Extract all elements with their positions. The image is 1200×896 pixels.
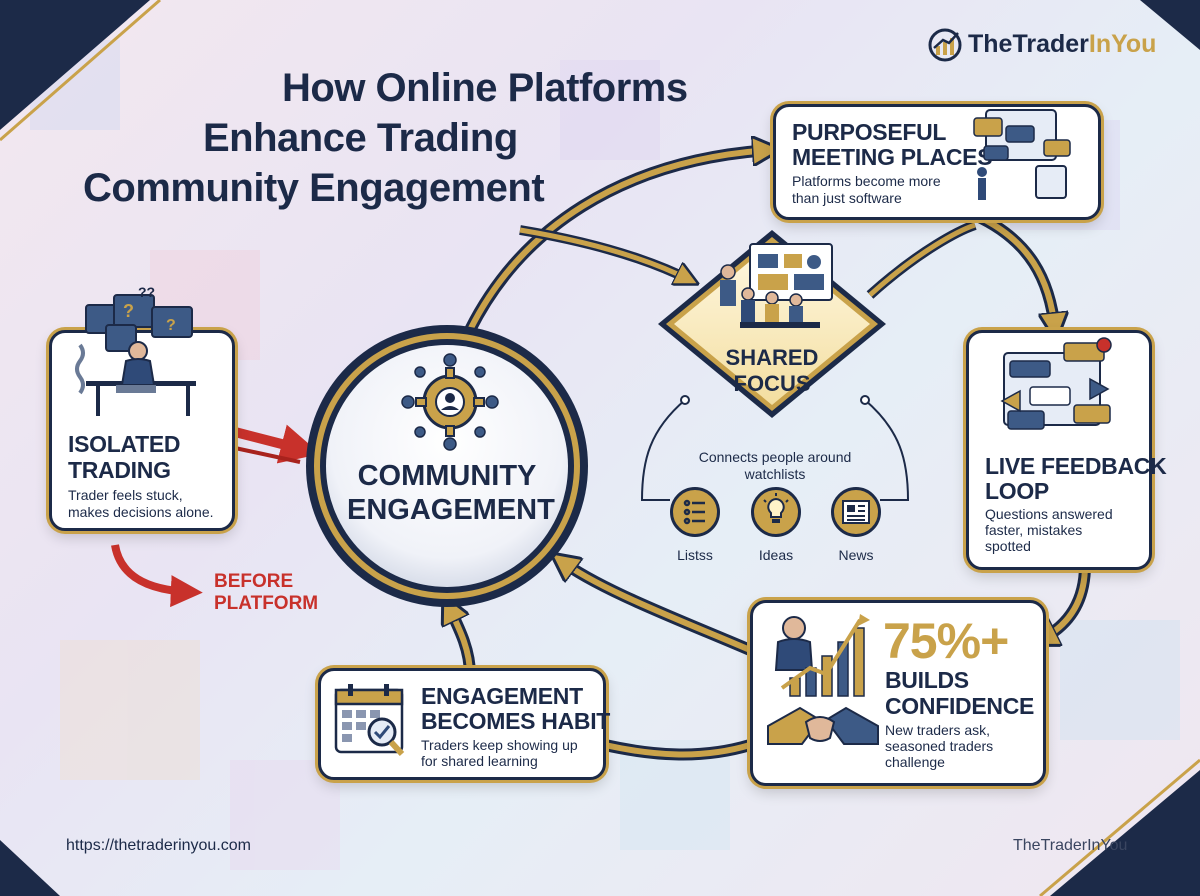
chat-screens-icon — [973, 109, 1071, 200]
confidence-title-1: BUILDS — [885, 667, 969, 693]
title-line-2: Enhance Trading — [203, 116, 518, 160]
lightbulb-icon — [763, 493, 789, 523]
stressed-trader-icon: ? ? ?? — [75, 285, 196, 416]
focus-item-ideas — [751, 487, 801, 537]
feedback-title-1: LIVE FEEDBACK — [985, 453, 1167, 479]
footer-brand: TheTraderInYou — [1013, 837, 1128, 854]
focus-item-news — [831, 487, 881, 537]
focus-title-1: SHARED — [725, 345, 819, 370]
before-platform-line-2: PLATFORM — [214, 593, 319, 614]
feedback-title-2: LOOP — [985, 478, 1049, 504]
focus-item-lists — [670, 487, 720, 537]
habit-body-2: for shared learning — [421, 753, 538, 769]
confidence-stat: 75%+ — [883, 613, 1009, 669]
svg-text:?: ? — [166, 317, 176, 334]
focus-bracket — [640, 395, 910, 501]
brand-name-prefix: TheTrader — [968, 30, 1089, 58]
team-meeting-icon — [720, 243, 833, 328]
isolated-title-1: ISOLATED — [68, 431, 181, 457]
focus-item-lists-label: Listss — [677, 547, 713, 563]
meeting-title-1: PURPOSEFUL — [792, 119, 947, 145]
confidence-title-2: CONFIDENCE — [885, 693, 1035, 719]
live-feedback-card — [966, 330, 1152, 570]
confidence-body-2: seasoned traders — [885, 738, 994, 754]
focus-desc-2: watchlists — [744, 466, 806, 482]
meeting-body-1: Platforms become more — [792, 173, 941, 189]
brand-name-suffix: InYou — [1088, 30, 1157, 58]
title-line-1: How Online Platforms — [282, 66, 688, 110]
svg-text:??: ?? — [138, 285, 155, 300]
confidence-body-3: challenge — [885, 754, 945, 770]
feedback-body-1: Questions answered — [985, 506, 1113, 522]
before-platform-line-1: BEFORE — [214, 571, 294, 592]
newspaper-icon — [842, 500, 870, 524]
feedback-body-3: spotted — [985, 538, 1031, 554]
meeting-places-card — [773, 104, 1101, 220]
meeting-body-2: than just software — [792, 190, 902, 206]
feedback-body-2: faster, mistakes — [985, 522, 1083, 538]
footer-url: https://thetraderinyou.com — [66, 837, 251, 854]
habit-title-2: BECOMES HABIT — [421, 708, 611, 734]
isolated-body-2: makes decisions alone. — [68, 504, 214, 520]
habit-title-1: ENGAGEMENT — [421, 683, 583, 709]
focus-desc-1: Connects people around — [698, 449, 852, 465]
calendar-check-icon — [334, 684, 405, 757]
habit-body-1: Traders keep showing up — [421, 737, 578, 753]
meeting-title-2: MEETING PLACES — [792, 144, 993, 170]
growth-handshake-icon — [767, 614, 879, 745]
confidence-body-1: New traders ask, — [885, 722, 991, 738]
chart-logo-icon — [928, 28, 962, 62]
title-line-3: Community Engagement — [83, 166, 545, 210]
gear-people-icon — [401, 353, 499, 451]
center-line-1: COMMUNITY — [357, 460, 537, 492]
isolated-title-2: TRADING — [68, 457, 171, 483]
focus-title-2: FOCUS — [733, 371, 811, 396]
community-engagement-circle — [306, 325, 588, 607]
isolated-body-1: Trader feels stuck, — [68, 487, 183, 503]
list-icon — [683, 499, 705, 525]
brand-logo: TheTraderInYou — [928, 26, 1178, 66]
center-line-2: ENGAGEMENT — [347, 494, 555, 526]
svg-text:?: ? — [123, 301, 134, 321]
focus-item-ideas-label: Ideas — [758, 547, 794, 563]
focus-item-news-label: News — [838, 547, 874, 563]
feedback-chat-icon — [1000, 337, 1112, 430]
